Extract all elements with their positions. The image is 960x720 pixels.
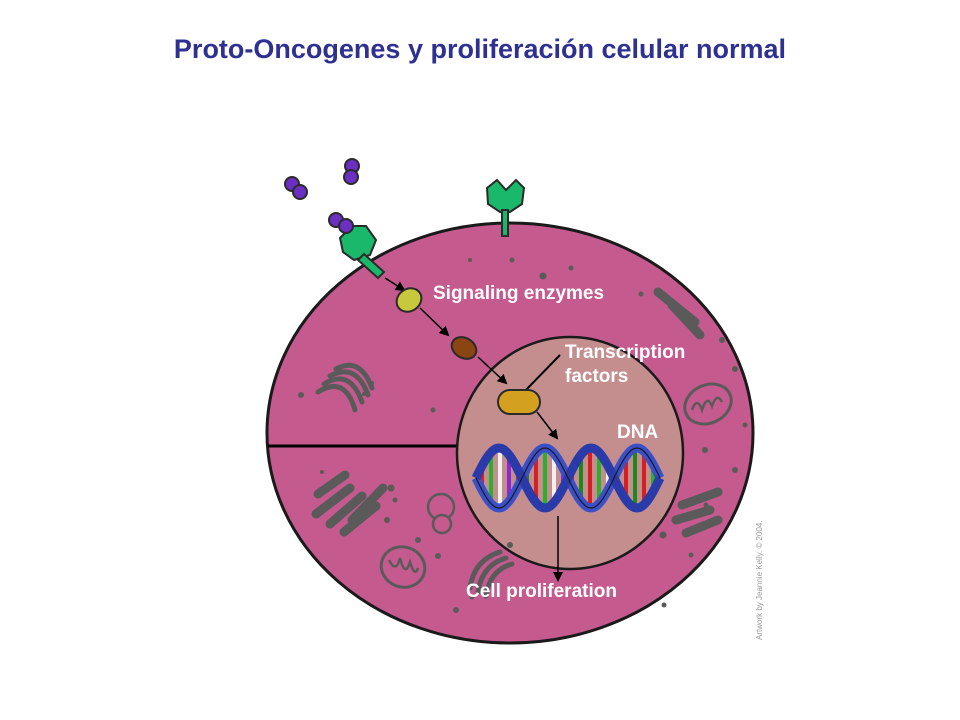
label-signaling-enzymes: Signaling enzymes: [433, 283, 604, 304]
vesicle: [426, 492, 456, 535]
receptor-empty: [485, 178, 526, 237]
dna-strand-a-edge: [475, 447, 661, 509]
endoplasmic-reticulum: [311, 287, 723, 538]
mitochondrion-left: [379, 545, 427, 589]
golgi-bottom: [467, 549, 515, 599]
label-dna: DNA: [617, 422, 658, 443]
growth-factor-bound: [328, 212, 354, 234]
dna-helix: [471, 443, 665, 513]
label-cell-proliferation: Cell proliferation: [466, 581, 617, 602]
signaling-enzyme-2: [450, 336, 478, 360]
signaling-enzyme-1: [395, 287, 423, 313]
golgi-left: [315, 362, 375, 413]
receptor-bound: [328, 212, 386, 280]
artwork-credit: Artwork by Jeannie Kelly. © 2004.: [755, 520, 764, 640]
signal-arrows: [384, 277, 563, 582]
growth-factor-1: [284, 176, 308, 200]
label-factors: factors: [565, 366, 628, 387]
page-title: Proto-Oncogenes y proliferación celular …: [173, 34, 787, 64]
mitochondrion-right: [683, 382, 733, 426]
cytoplasm-granules: [298, 257, 748, 613]
label-transcription: Transcription: [565, 342, 685, 363]
growth-factor-2: [343, 158, 360, 185]
transcription-factor: [497, 389, 541, 415]
